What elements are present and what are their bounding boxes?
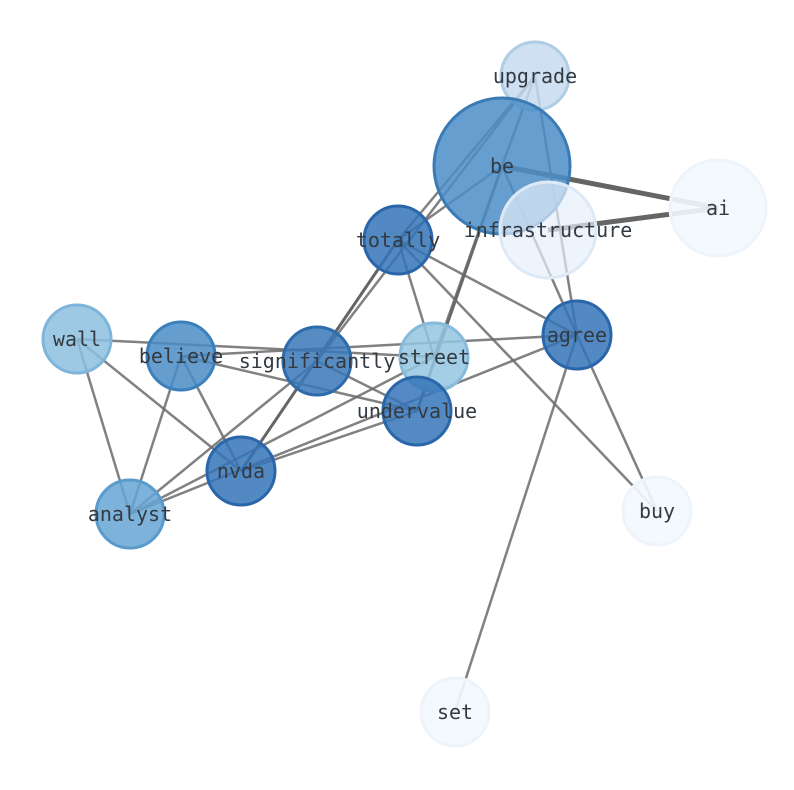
graph-nodes [41,40,768,748]
node-label-wall: wall [53,327,101,351]
node-agree[interactable] [541,299,613,371]
node-infrastructure[interactable] [498,180,598,280]
node-label-believe: believe [139,344,223,368]
node-significantly[interactable] [281,325,353,397]
node-label-undervalue: undervalue [357,399,477,423]
node-label-ai: ai [706,196,730,220]
node-label-significantly: significantly [239,349,396,373]
node-label-totally: totally [356,228,440,252]
edge-wall-street [76,337,435,359]
node-totally[interactable] [362,204,434,276]
node-nvda[interactable] [205,435,277,507]
node-label-infrastructure: infrastructure [464,218,633,242]
edge-totally-buy [397,239,658,512]
node-label-be: be [490,154,514,178]
node-label-analyst: analyst [88,502,172,526]
node-wall[interactable] [41,303,113,375]
node-ai[interactable] [668,158,768,258]
edge-street-analyst [129,355,435,516]
node-set[interactable] [419,676,491,748]
node-label-agree: agree [547,323,607,347]
edge-significantly-analyst [129,360,318,515]
node-buy[interactable] [621,475,693,547]
node-label-set: set [437,700,473,724]
edge-agree-set [453,334,579,713]
node-believe[interactable] [145,320,217,392]
node-label-upgrade: upgrade [493,64,577,88]
node-label-buy: buy [639,499,675,523]
node-analyst[interactable] [94,478,166,550]
node-undervalue[interactable] [381,375,453,447]
edge-agree-analyst [129,333,578,516]
graph-labels: upgrade be ai infrastructure totally wall beli… [53,64,730,724]
node-label-street: street [398,345,470,369]
node-label-nvda: nvda [217,459,265,483]
edge-believe-agree [180,333,578,358]
